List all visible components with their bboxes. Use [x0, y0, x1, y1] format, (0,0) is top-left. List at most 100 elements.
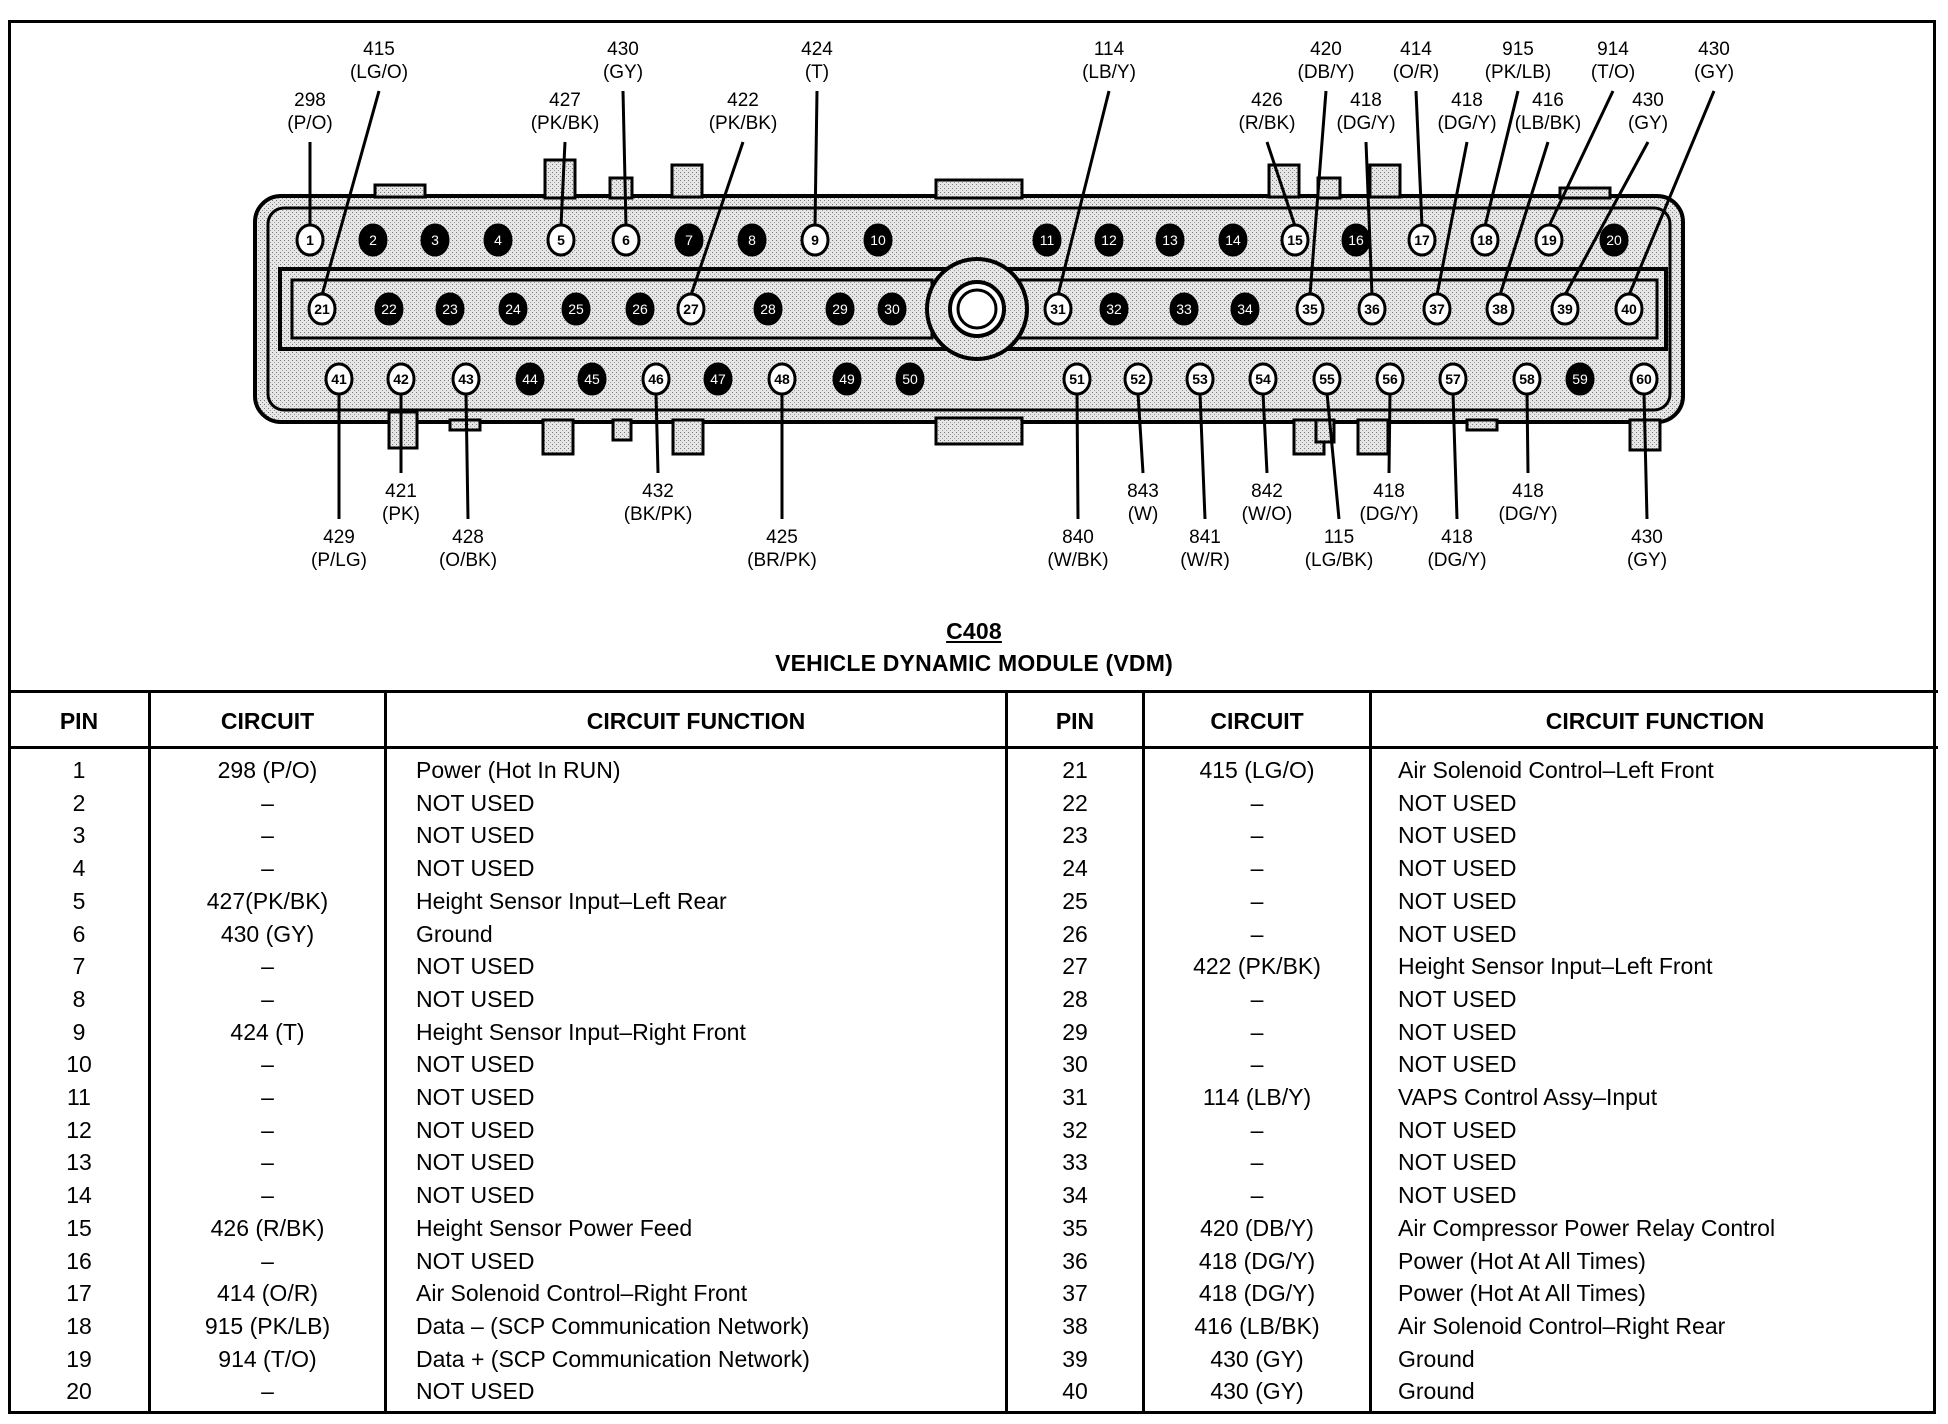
pin-open-circle — [386, 362, 416, 396]
connector-inner-wall — [266, 206, 1672, 412]
table-cell-function: NOT USED — [416, 855, 535, 882]
header-function-right: CIRCUIT FUNCTION — [1545, 708, 1765, 734]
pin-number: 32 — [1106, 301, 1122, 317]
table-cell-function: NOT USED — [416, 1116, 535, 1143]
pin-number: 36 — [1364, 301, 1380, 317]
callout-circuit-number: 430 — [607, 39, 639, 60]
pin-number: 12 — [1101, 232, 1117, 248]
pin-open-circle — [1185, 362, 1215, 396]
pin-cavity-unused: 33 — [1169, 292, 1199, 326]
table-cell-function: Power (Hot At All Times) — [1398, 1247, 1646, 1274]
pin-filled-circle — [737, 223, 767, 257]
pin-number: 37 — [1429, 301, 1445, 317]
pin-cavity-used: 58 — [1512, 362, 1542, 396]
connector-id: C408 — [946, 618, 1002, 644]
pin-number: 46 — [648, 371, 664, 387]
connector-latch-tab — [541, 418, 575, 456]
table-cell-circuit: 430 (GY) — [220, 920, 315, 947]
connector-latch-tab — [1356, 418, 1390, 456]
table-cell-function: NOT USED — [1398, 1182, 1517, 1209]
pin-open-circle — [1062, 362, 1092, 396]
pin-filled-circle — [435, 292, 465, 326]
callout-circuit-number: 416 — [1532, 90, 1564, 111]
pin-cavity-used: 38 — [1485, 292, 1515, 326]
pin-filled-circle — [1155, 223, 1185, 257]
pin-filled-circle — [832, 362, 862, 396]
table-cell-circuit: – — [1250, 855, 1264, 882]
pin-cavity-unused: 14 — [1218, 223, 1248, 257]
pin-number: 40 — [1621, 301, 1637, 317]
callout-wire-color: (DG/Y) — [1427, 550, 1486, 571]
leader-line — [1498, 141, 1550, 296]
table-cell-circuit: – — [1250, 1182, 1264, 1209]
table-cell-pin: 38 — [1062, 1312, 1088, 1339]
table-cell-function: Ground — [416, 920, 493, 947]
pin-cavity-unused: 12 — [1094, 223, 1124, 257]
pin-cavity-used: 6 — [611, 223, 641, 257]
table-cell-function: Data – (SCP Communication Network) — [416, 1312, 810, 1339]
callout-wire-color: (BK/PK) — [624, 504, 693, 525]
pin-cavity-used: 21 — [307, 292, 337, 326]
pin-open-circle — [1407, 223, 1437, 257]
callout-circuit-number: 422 — [727, 90, 759, 111]
table-cell-function: NOT USED — [416, 789, 535, 816]
column-divider — [1369, 690, 1372, 1414]
pin-open-circle — [1043, 292, 1073, 326]
table-cell-circuit: 415 (LG/O) — [1199, 757, 1315, 783]
table-cell-circuit: – — [261, 1084, 274, 1110]
pin-filled-circle — [1032, 223, 1062, 257]
callout-circuit-number: 915 — [1502, 39, 1534, 60]
connector-latch-tab — [670, 163, 704, 199]
table-cell-function: Height Sensor Power Feed — [416, 1214, 693, 1241]
table-cell-circuit: – — [1250, 985, 1264, 1012]
callout-wire-color: (O/BK) — [439, 550, 497, 571]
pin-cavity-used: 35 — [1295, 292, 1325, 326]
table-cell-circuit: – — [261, 1247, 274, 1274]
pin-number: 45 — [584, 371, 600, 387]
pin-number: 1 — [306, 232, 314, 248]
table-cell-pin: 35 — [1062, 1214, 1088, 1241]
callout-wire-color: (W/BK) — [1047, 550, 1108, 571]
pin-cavity-used: 1 — [295, 223, 325, 257]
table-cell-circuit: 430 (GY) — [1210, 1345, 1304, 1372]
table-cell-pin: 18 — [66, 1312, 92, 1339]
connector-latch-tab — [543, 158, 577, 200]
table-cell-function: NOT USED — [1398, 920, 1517, 947]
table-cell-circuit: 424 (T) — [230, 1018, 305, 1045]
pin-number: 42 — [393, 371, 409, 387]
pin-cavity-unused: 4 — [483, 223, 513, 257]
pin-cavity-used: 5 — [546, 223, 576, 257]
keying-post-center — [956, 288, 998, 330]
pin-cavity-used: 46 — [641, 362, 671, 396]
pin-cavity-unused: 23 — [435, 292, 465, 326]
table-cell-pin: 33 — [1062, 1149, 1088, 1176]
table-cell-function: NOT USED — [1398, 887, 1517, 914]
pin-number: 15 — [1287, 232, 1303, 248]
table-cell-circuit: – — [1250, 1149, 1264, 1176]
table-cell-pin: 16 — [66, 1247, 92, 1274]
table-cell-circuit: – — [1250, 887, 1264, 914]
table-cell-function: NOT USED — [1398, 789, 1517, 816]
table-cell-circuit: – — [261, 822, 274, 849]
pin-cavity-used: 48 — [767, 362, 797, 396]
table-cell-pin: 15 — [66, 1214, 92, 1241]
pin-filled-circle — [625, 292, 655, 326]
pin-cavity-unused: 20 — [1599, 223, 1629, 257]
pin-number: 58 — [1519, 371, 1535, 387]
leader-line — [464, 392, 470, 520]
leader-line — [689, 141, 745, 296]
pin-cavity-used: 31 — [1043, 292, 1073, 326]
pin-filled-circle — [1094, 223, 1124, 257]
callout-wire-color: (P/O) — [287, 113, 332, 134]
table-cell-circuit: 426 (R/BK) — [210, 1214, 325, 1241]
table-cell-pin: 7 — [72, 953, 86, 980]
table-cell-function: Air Solenoid Control–Right Front — [416, 1280, 748, 1307]
leader-line — [1547, 90, 1615, 227]
pin-open-circle — [1375, 362, 1405, 396]
pin-filled-circle — [674, 223, 704, 257]
header-pin-right: PIN — [1055, 708, 1095, 734]
table-cell-pin: 25 — [1062, 887, 1088, 914]
pin-cavity-unused: 45 — [577, 362, 607, 396]
callout-wire-color: (T) — [805, 62, 829, 83]
